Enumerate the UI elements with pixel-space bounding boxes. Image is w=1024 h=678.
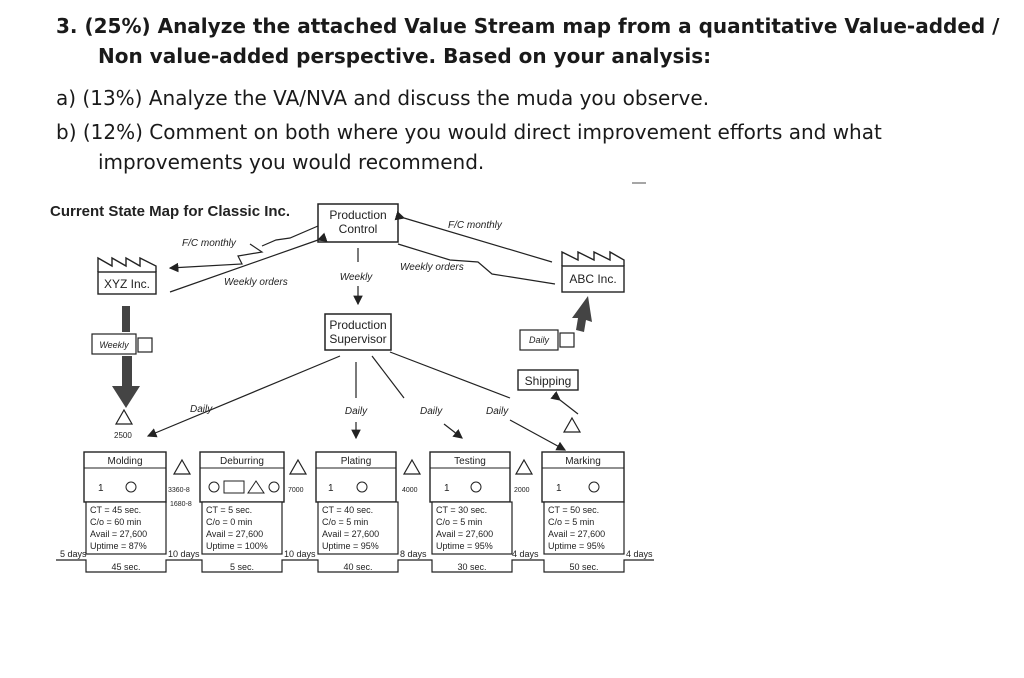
process-deburring: Deburring CT = 5 sec. C/o = 0 min Avail … xyxy=(199,451,285,555)
timeline-days-2: 10 days xyxy=(284,549,316,559)
shipping-label: Shipping xyxy=(525,374,572,388)
inventory-deburring-plating-value: 7000 xyxy=(288,487,304,494)
testing-co: C/o = 5 min xyxy=(436,517,482,527)
fc-monthly-left-label: F/C monthly xyxy=(182,238,237,249)
inventory-deburring-plating: 7000 xyxy=(288,458,308,494)
deburring-co: C/o = 0 min xyxy=(206,517,252,527)
weekly-center-label: Weekly xyxy=(340,272,374,283)
molding-ct: CT = 45 sec. xyxy=(90,505,141,515)
process-molding: Molding 1 CT = 45 sec. C/o = 60 min Avai… xyxy=(83,451,167,555)
timeline-time-marking: 50 sec. xyxy=(569,562,598,572)
inventory-testing-marking: 2000 xyxy=(514,458,534,494)
production-supervisor-line-2: Supervisor xyxy=(329,332,386,346)
supplier-factory-icon xyxy=(97,256,157,295)
marking-co: C/o = 5 min xyxy=(548,517,594,527)
inventory-testing-marking-value: 2000 xyxy=(514,487,530,494)
inventory-plating-testing: 4000 xyxy=(402,458,422,494)
inventory-molding-deburring: 3360-8 1680-8 xyxy=(168,458,192,508)
testing-name: Testing xyxy=(454,456,486,467)
timeline-time-plating: 40 sec. xyxy=(343,562,372,572)
marking-ct: CT = 50 sec. xyxy=(548,505,599,515)
timeline-days-4: 4 days xyxy=(512,549,539,559)
inventory-molding-deburring-value-1: 3360-8 xyxy=(168,487,190,494)
testing-ct: CT = 30 sec. xyxy=(436,505,487,515)
timeline-days-3: 8 days xyxy=(400,549,427,559)
plating-operators: 1 xyxy=(328,483,334,494)
molding-avail: Avail = 27,600 xyxy=(90,529,147,539)
daily-label-2: Daily xyxy=(345,406,368,417)
daily-label-1: Daily xyxy=(190,404,213,415)
molding-co: C/o = 60 min xyxy=(90,517,141,527)
testing-avail: Avail = 27,600 xyxy=(436,529,493,539)
production-supervisor-box xyxy=(324,313,392,351)
marking-avail: Avail = 27,600 xyxy=(548,529,605,539)
inventory-molding-deburring-value-2: 1680-8 xyxy=(170,501,192,508)
molding-operators: 1 xyxy=(98,483,104,494)
production-supervisor-line-1: Production xyxy=(329,318,386,332)
timeline-days-5: 4 days xyxy=(626,549,653,559)
timeline-days-0: 5 days xyxy=(60,549,87,559)
process-testing: Testing 1 CT = 30 sec. C/o = 5 min Avail… xyxy=(429,451,513,555)
weekly-orders-right-label: Weekly orders xyxy=(400,262,464,273)
deburring-avail: Avail = 27,600 xyxy=(206,529,263,539)
question-part-b-line-1: b) (12%) Comment on both where you would… xyxy=(56,120,882,144)
marking-uptime: Uptime = 95% xyxy=(548,541,605,551)
weekly-truck-label: Weekly xyxy=(99,340,129,350)
plating-avail: Avail = 27,600 xyxy=(322,529,379,539)
process-marking: Marking 1 CT = 50 sec. C/o = 5 min Avail… xyxy=(541,451,625,555)
marking-operators: 1 xyxy=(556,483,562,494)
inventory-plating-testing-value: 4000 xyxy=(402,487,418,494)
molding-uptime: Uptime = 87% xyxy=(90,541,147,551)
raw-inventory-value: 2500 xyxy=(114,431,132,440)
process-plating: Plating 1 CT = 40 sec. C/o = 5 min Avail… xyxy=(315,451,399,555)
timeline-time-testing: 30 sec. xyxy=(457,562,486,572)
customer-factory-icon xyxy=(561,250,625,293)
deburring-name: Deburring xyxy=(220,456,264,467)
weekly-truck-icon xyxy=(91,333,137,355)
deburring-uptime: Uptime = 100% xyxy=(206,541,268,551)
production-control-line-1: Production xyxy=(329,208,386,222)
map-title: Current State Map for Classic Inc. xyxy=(50,203,290,220)
question-part-b-line-2: improvements you would recommend. xyxy=(98,150,485,174)
daily-label-4: Daily xyxy=(486,406,509,417)
supplier-push-arrow-shaft xyxy=(122,306,130,332)
fc-monthly-right-label: F/C monthly xyxy=(448,220,503,231)
production-control-line-2: Control xyxy=(339,222,378,236)
weekly-orders-left-label: Weekly orders xyxy=(224,277,288,288)
raw-inventory-icon xyxy=(114,408,134,425)
daily-truck-icon xyxy=(519,329,559,351)
testing-uptime: Uptime = 95% xyxy=(436,541,493,551)
molding-name: Molding xyxy=(107,456,142,467)
supplier-name: XYZ Inc. xyxy=(104,277,150,291)
question-line-2: Non value-added perspective. Based on yo… xyxy=(98,44,712,68)
marking-name: Marking xyxy=(565,456,601,467)
plating-name: Plating xyxy=(341,456,372,467)
shipping-box xyxy=(517,369,579,391)
testing-operators: 1 xyxy=(444,483,450,494)
plating-ct: CT = 40 sec. xyxy=(322,505,373,515)
timeline-time-molding: 45 sec. xyxy=(111,562,140,572)
customer-name: ABC Inc. xyxy=(569,272,616,286)
timeline-ladder xyxy=(56,559,654,573)
plating-uptime: Uptime = 95% xyxy=(322,541,379,551)
production-control-box xyxy=(317,203,399,243)
timeline-time-deburring: 5 sec. xyxy=(230,562,254,572)
question-part-a: a) (13%) Analyze the VA/NVA and discuss … xyxy=(56,86,710,110)
deburring-ct: CT = 5 sec. xyxy=(206,505,252,515)
timeline-days-1: 10 days xyxy=(168,549,200,559)
plating-co: C/o = 5 min xyxy=(322,517,368,527)
daily-label-3: Daily xyxy=(420,406,443,417)
daily-truck-label: Daily xyxy=(529,335,550,345)
question-line-1: 3. (25%) Analyze the attached Value Stre… xyxy=(56,14,1000,38)
